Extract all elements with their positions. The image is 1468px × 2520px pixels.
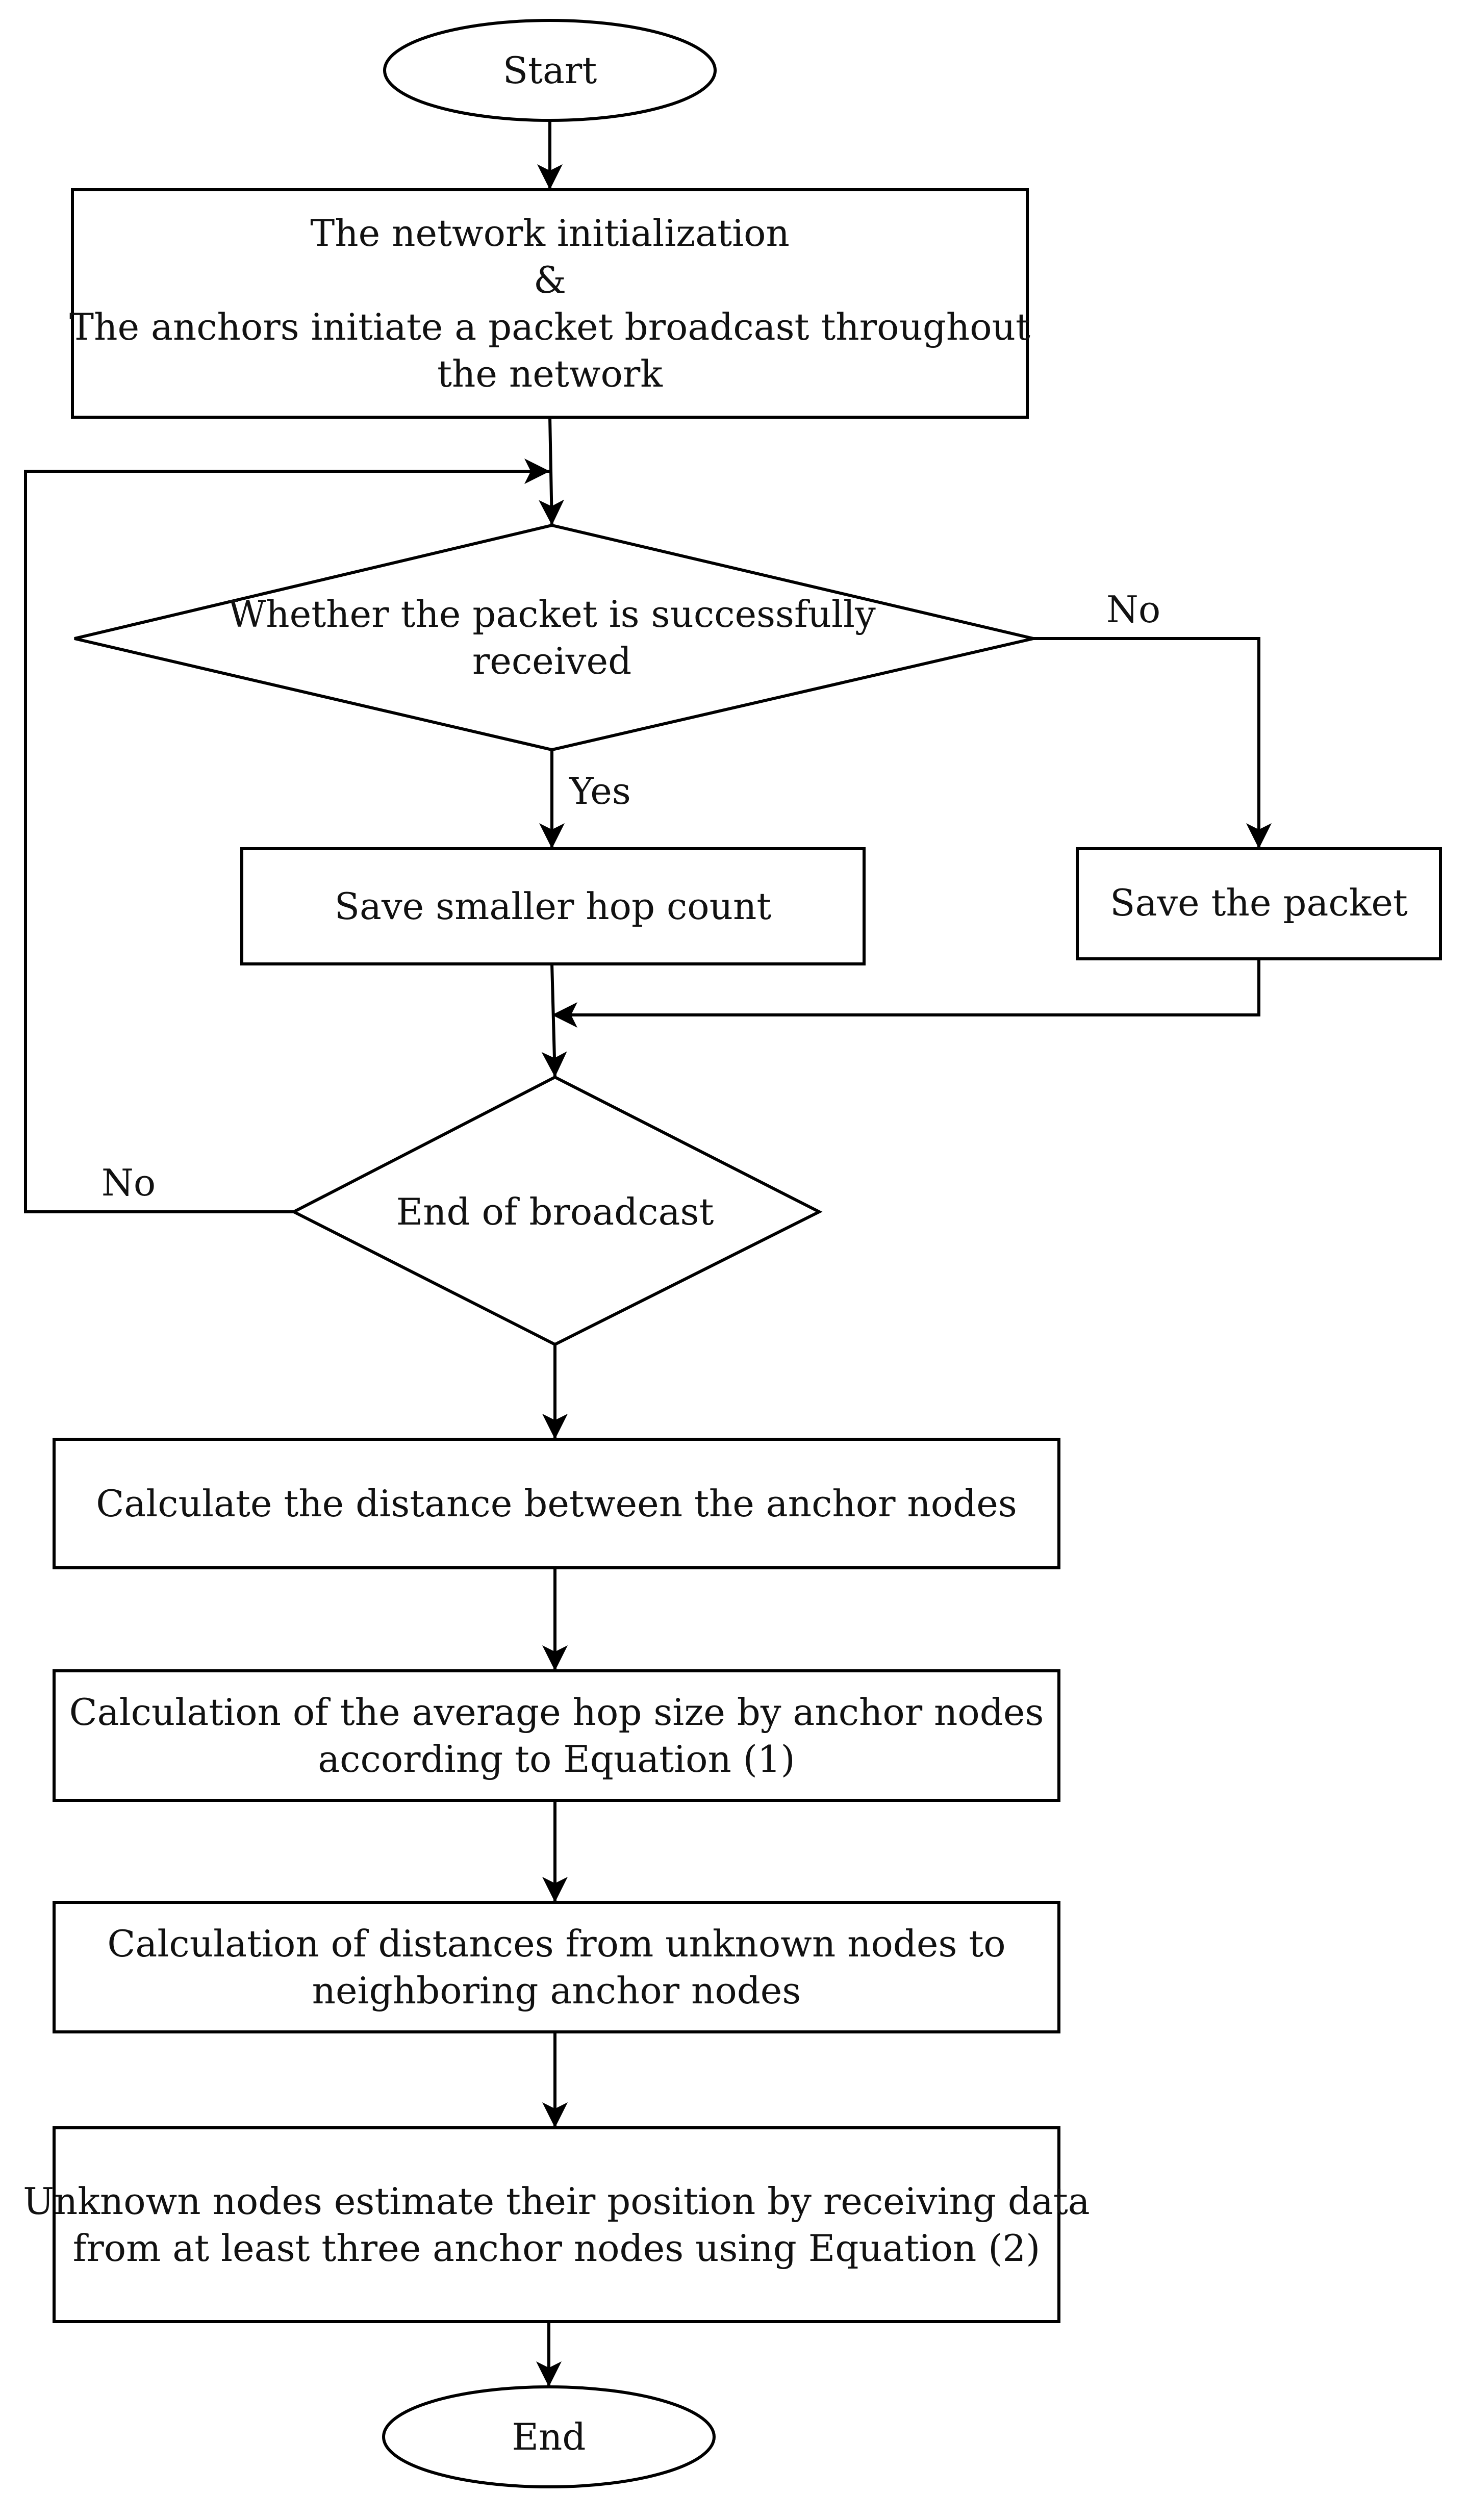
- node-save-the-packet: Save the packet: [1076, 847, 1442, 960]
- text-line: Start: [503, 49, 597, 92]
- save-hop-process-box: [240, 847, 866, 965]
- start-terminal-shape: [383, 19, 717, 122]
- received-label: Whether the packet is successfully receiv…: [228, 593, 876, 682]
- node-save-smaller-hop-count: Save smaller hop count: [240, 847, 866, 965]
- received-decision-shape: [74, 523, 1034, 752]
- received-no-label: No: [1106, 588, 1160, 631]
- text-line: &: [534, 259, 566, 301]
- text-line: Save smaller hop count: [335, 885, 772, 928]
- save-packet-label: Save the packet: [1110, 881, 1408, 924]
- node-packet-received-decision: Whether the packet is successfully receiv…: [74, 523, 1034, 752]
- init-process-box: [71, 188, 1029, 419]
- edge-labels: No Yes No: [102, 588, 1160, 1204]
- text-line: The anchors initiate a packet broadcast …: [69, 306, 1030, 348]
- text-line: Save the packet: [1110, 881, 1408, 924]
- init-label: The network initialization & The anchors i…: [69, 212, 1030, 395]
- text-line: Calculation of distances from unknown no…: [107, 1922, 1005, 1965]
- calc-unknown-process-box: [53, 1901, 1060, 2033]
- text-line: Unknown nodes estimate their position by…: [23, 2180, 1090, 2223]
- estimate-process-box: [53, 2126, 1060, 2323]
- calc-unknown-label: Calculation of distances from unknown no…: [107, 1922, 1005, 2012]
- text-line: the network: [437, 352, 663, 395]
- save-packet-process-box: [1076, 847, 1442, 960]
- node-calculate-unknown-distances: Calculation of distances from unknown no…: [53, 1901, 1060, 2033]
- text-line: neighboring anchor nodes: [312, 1969, 801, 2012]
- node-calculate-hop-size: Calculation of the average hop size by a…: [53, 1669, 1060, 1802]
- edge-received-no: [1033, 637, 1272, 849]
- end-broadcast-label: End of broadcast: [396, 1190, 714, 1233]
- text-line: Whether the packet is successfully: [228, 593, 876, 635]
- save-hop-label: Save smaller hop count: [335, 885, 772, 928]
- node-estimate-position: Unknown nodes estimate their position by…: [23, 2126, 1090, 2323]
- edge-save-hop-to-end-broadcast: [541, 963, 567, 1078]
- text-line: according to Equation (1): [318, 1738, 795, 1780]
- start-label: Start: [503, 49, 597, 92]
- calc-distance-process-box: [53, 1438, 1060, 1569]
- node-end-of-broadcast-decision: End of broadcast: [290, 1075, 823, 1346]
- edge-init-to-decision: [539, 417, 565, 526]
- received-yes-label: Yes: [569, 770, 631, 812]
- end-broadcast-decision-shape: [290, 1075, 823, 1346]
- estimate-label: Unknown nodes estimate their position by…: [23, 2180, 1090, 2270]
- edges: [24, 120, 1272, 2387]
- calc-hop-size-label: Calculation of the average hop size by a…: [69, 1691, 1044, 1780]
- text-line: from at least three anchor nodes using E…: [73, 2227, 1041, 2270]
- text-line: The network initialization: [310, 212, 790, 254]
- broadcast-no-label: No: [102, 1161, 156, 1204]
- text-line: End: [512, 2415, 586, 2458]
- edge-save-packet-merge: [552, 959, 1260, 1028]
- text-line: received: [472, 640, 631, 682]
- node-end: End: [382, 2385, 716, 2488]
- node-calculate-distance: Calculate the distance between the ancho…: [53, 1438, 1060, 1569]
- end-terminal-shape: [382, 2385, 716, 2488]
- edge-broadcast-no-loop: [24, 459, 550, 1213]
- text-line: End of broadcast: [396, 1190, 714, 1233]
- calc-hop-size-process-box: [53, 1669, 1060, 1802]
- text-line: Calculate the distance between the ancho…: [96, 1482, 1017, 1525]
- calc-distance-label: Calculate the distance between the ancho…: [96, 1482, 1017, 1525]
- node-start: Start: [383, 19, 717, 122]
- node-network-initialization: The network initialization & The anchors i…: [69, 188, 1030, 419]
- text-line: Calculation of the average hop size by a…: [69, 1691, 1044, 1734]
- end-label: End: [512, 2415, 586, 2458]
